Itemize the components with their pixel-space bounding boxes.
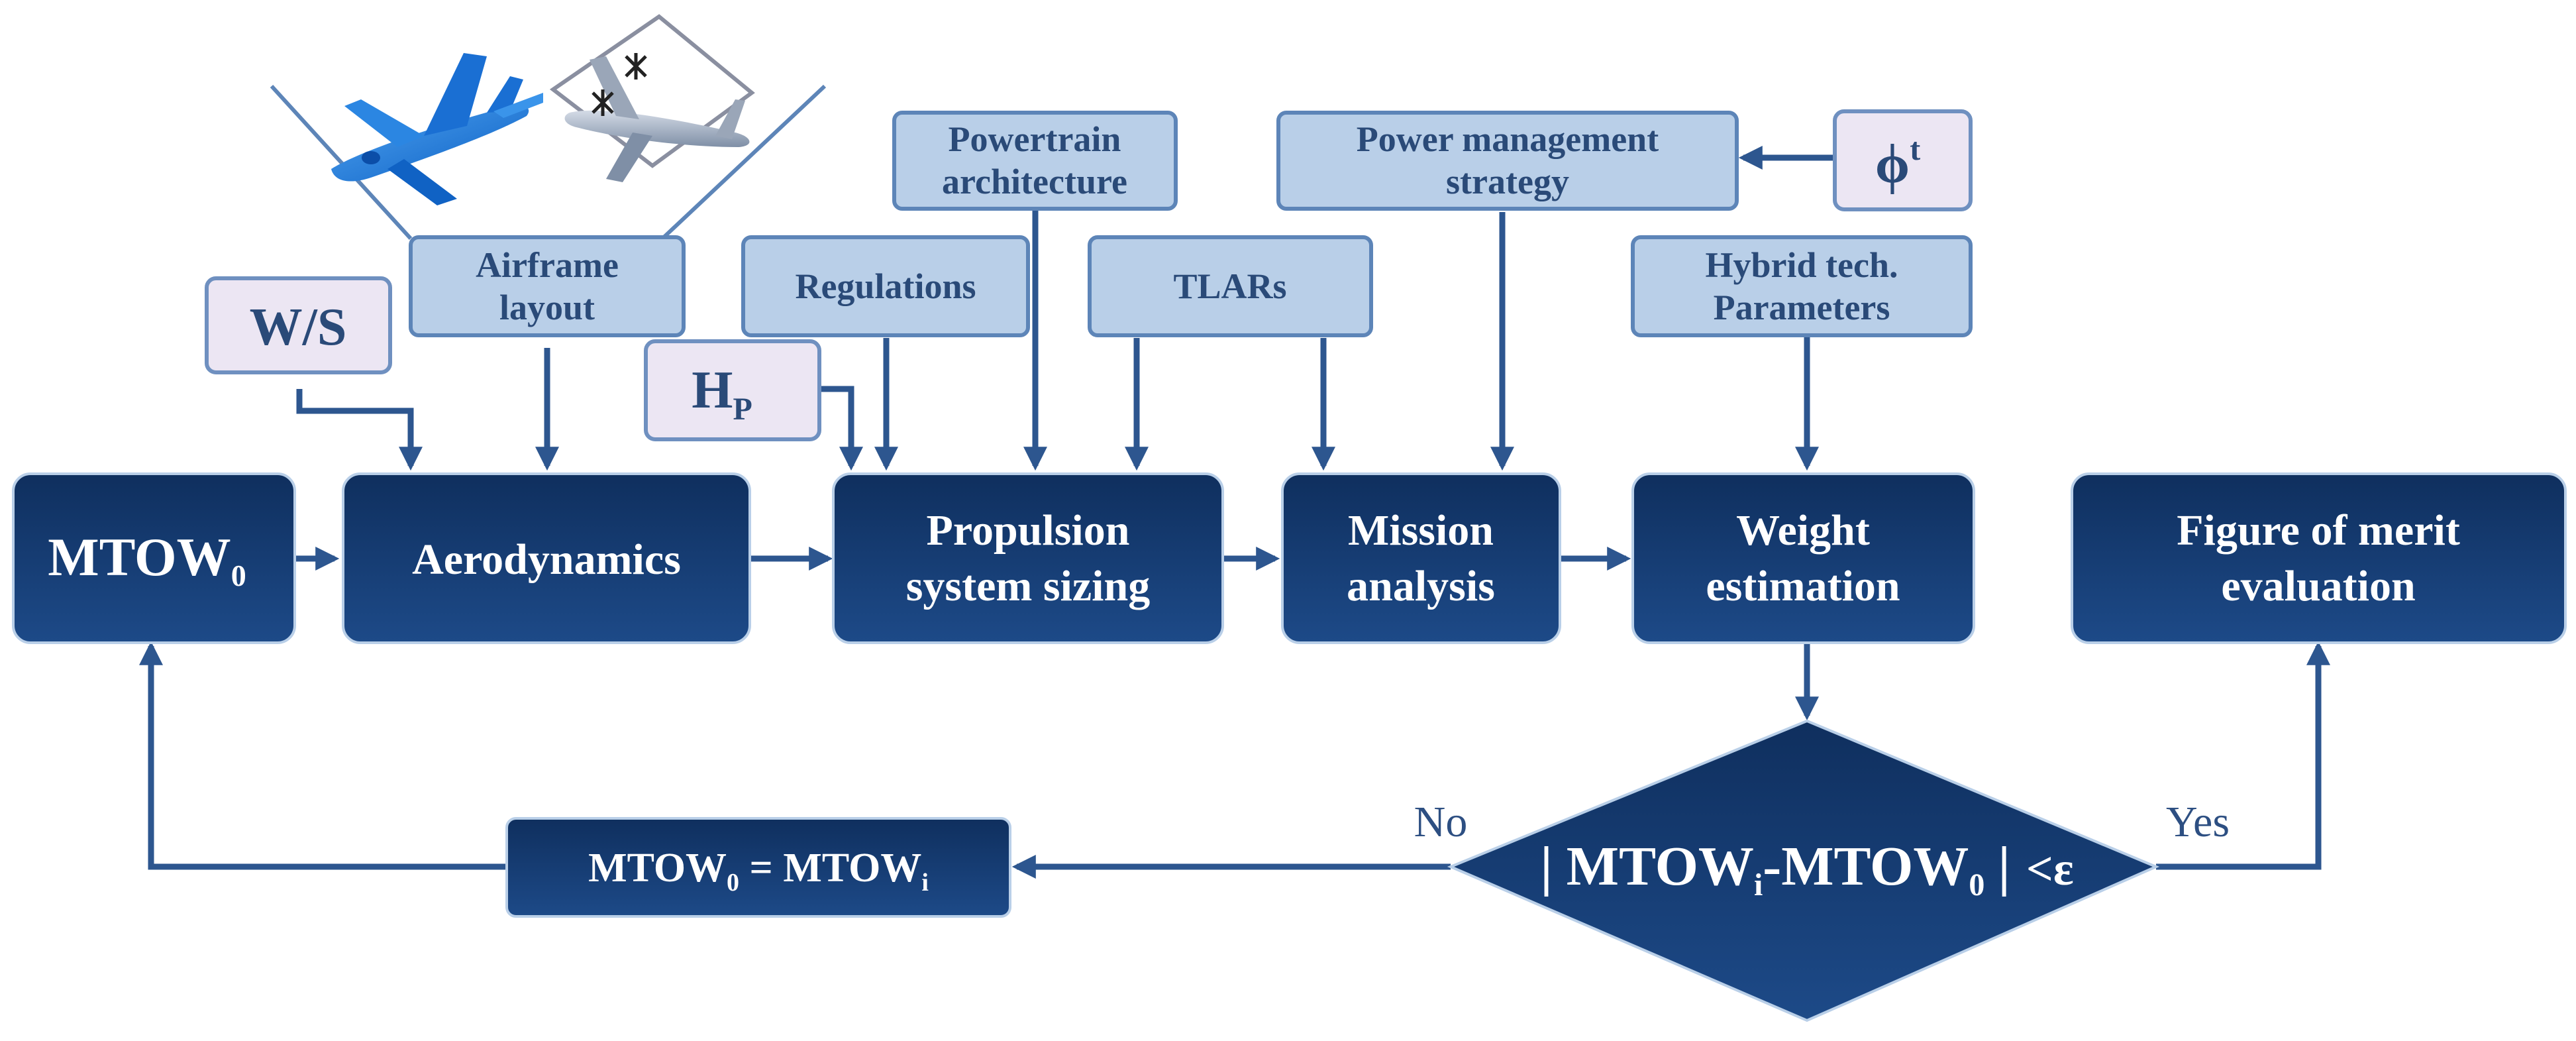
powertrain-architecture-box: Powertrain architecture <box>892 111 1178 211</box>
mtow-update-box: MTOW0 = MTOWi <box>505 817 1011 918</box>
weight-label-line1: Weight <box>1736 506 1870 555</box>
propeller-aircraft-icon <box>549 14 755 182</box>
hp-input-box: HP <box>644 339 821 441</box>
merit-label-line1: Figure of merit <box>2177 506 2460 555</box>
phi-main: ϕ <box>1875 133 1910 195</box>
weight-estimation-box: Weight estimation <box>1631 472 1975 644</box>
decision-bar-left: | <box>1540 836 1553 897</box>
regulations-label: Regulations <box>795 266 976 306</box>
power-management-label-line1: Power management <box>1357 119 1659 159</box>
no-branch-label: No <box>1414 798 1468 846</box>
hybrid-label-line2: Parameters <box>1714 288 1890 327</box>
aerodynamics-box: Aerodynamics <box>342 472 751 644</box>
hp-sub: P <box>733 392 752 427</box>
mission-analysis-box: Mission analysis <box>1281 472 1561 644</box>
airframe-label-line2: layout <box>499 288 595 327</box>
update-lhs: MTOW <box>588 846 727 891</box>
powertrain-label-line1: Powertrain <box>949 119 1121 159</box>
decision-minus: -MTOW <box>1763 836 1969 897</box>
ws-label: W/S <box>250 298 347 356</box>
input-boxes: W/S Airframe layout Regulations HP Power… <box>205 109 1973 441</box>
svg-text:HP: HP <box>692 361 752 427</box>
propulsion-label-line1: Propulsion <box>927 506 1130 555</box>
svg-text:| MTOWi-MTOW0|<ε: | MTOWi-MTOW0 | <ε <box>1540 836 2073 903</box>
figure-of-merit-box: Figure of merit evaluation <box>2071 472 2567 644</box>
yes-branch-label: Yes <box>2166 798 2230 846</box>
phi-sup: t <box>1910 132 1920 167</box>
regulations-box: Regulations <box>741 235 1030 337</box>
decision-bar-right: | <box>1998 836 2010 897</box>
merit-label-line2: evaluation <box>2221 562 2415 610</box>
svg-text:ϕt: ϕt <box>1875 132 1920 195</box>
decision-lhs: MTOW <box>1567 836 1754 897</box>
update-eq: = MTOW <box>739 846 921 891</box>
phi-input-box: ϕt <box>1833 109 1973 211</box>
tlars-box: TLARs <box>1088 235 1373 337</box>
connectors <box>139 146 2330 879</box>
svg-text:MTOW0: MTOW0 <box>48 527 246 592</box>
blue-jet-aircraft-icon <box>331 53 543 205</box>
mtow0-box: MTOW0 <box>12 472 296 644</box>
airframe-label-line1: Airframe <box>476 245 619 285</box>
svg-text:MTOW0 = MTOWi: MTOW0 = MTOWi <box>588 846 929 897</box>
process-boxes: MTOW0 Aerodynamics Propulsion system siz… <box>12 472 2567 644</box>
decision-lhs-sub: i <box>1754 867 1763 903</box>
propulsion-sizing-box: Propulsion system sizing <box>832 472 1224 644</box>
mission-label-line1: Mission <box>1348 506 1494 555</box>
decision-rhs-sub: 0 <box>1969 867 1984 903</box>
weight-label-line2: estimation <box>1706 562 1900 610</box>
power-management-box: Power management strategy <box>1276 111 1739 211</box>
power-management-label-line2: strategy <box>1446 162 1569 201</box>
hybrid-parameters-box: Hybrid tech. Parameters <box>1631 235 1973 337</box>
mtow0-main: MTOW <box>48 527 231 587</box>
aircraft-illustration <box>270 14 827 241</box>
propulsion-label-line2: system sizing <box>906 562 1150 610</box>
update-rhs-sub: i <box>921 869 929 897</box>
powertrain-label-line2: architecture <box>942 162 1127 201</box>
update-lhs-sub: 0 <box>727 869 739 897</box>
aerodynamics-label: Aerodynamics <box>412 535 681 584</box>
airframe-layout-box: Airframe layout <box>409 235 686 337</box>
hp-main: H <box>692 361 733 419</box>
convergence-decision: | MTOWi-MTOW0 | <ε <box>1447 719 2160 1022</box>
decision-condition: <ε <box>2026 842 2074 895</box>
tlars-label: TLARs <box>1173 266 1286 306</box>
mission-label-line2: analysis <box>1347 562 1495 610</box>
hybrid-label-line1: Hybrid tech. <box>1706 245 1898 285</box>
mtow0-sub: 0 <box>231 559 246 592</box>
ws-input-box: W/S <box>205 276 392 374</box>
